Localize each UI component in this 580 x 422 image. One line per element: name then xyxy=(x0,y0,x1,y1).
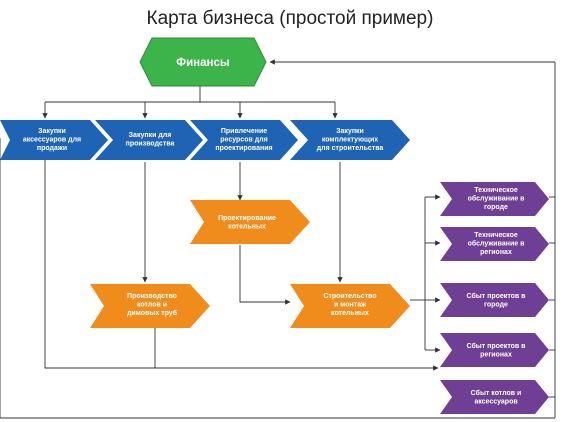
construction-label-line: Строительство xyxy=(323,293,376,300)
design-resources-label-line: ресурсов для xyxy=(220,137,267,144)
purchase-production-node: Закупки для производства xyxy=(95,120,203,160)
sales-regions-label-line: регионах xyxy=(480,352,512,359)
construction-label-line: и монтаж xyxy=(334,302,367,309)
boiler-design-label-line: котельных xyxy=(228,224,266,231)
connector-lines xyxy=(0,59,556,419)
sales-boilers-label: Сбыт котлов и аксессуаров xyxy=(471,389,522,406)
service-regions-label-line: регионах xyxy=(480,249,512,256)
sales-city-node: Сбыт проектов в городе xyxy=(440,283,549,317)
sales-city-label-line: городе xyxy=(484,302,508,309)
purchase-components-label-line: для строительства xyxy=(317,145,384,152)
sales-city-label: Сбыт проектов в городе xyxy=(467,292,527,309)
boiler-design-label-line: Проектирование xyxy=(218,215,276,222)
design-resources-label-line: проектирования xyxy=(215,145,272,152)
sales-boilers-node: Сбыт котлов и аксессуаров xyxy=(440,380,549,414)
sales-boilers-label-line: аксессуаров xyxy=(474,399,518,406)
construction-label-line: котельных xyxy=(331,310,369,317)
purchase-production-label-line: производства xyxy=(126,141,175,148)
service-regions-label-line: Техническое xyxy=(474,232,518,239)
sales-city-label-line: Сбыт проектов в xyxy=(467,292,527,300)
design-resources-label-line: Привлечение xyxy=(221,128,267,135)
purchase-production-label-line: Закупки для xyxy=(129,132,172,139)
finance-label: Финансы xyxy=(176,57,230,69)
service-city-label-line: Техническое xyxy=(474,187,518,194)
production-boilers-label-line: димовых труб xyxy=(127,309,178,317)
purchase-accessories-label-line: Закупки xyxy=(38,128,66,135)
boiler-design-label: Проектирование котельных xyxy=(218,215,276,231)
purchase-components-label-line: Закупки xyxy=(336,128,364,135)
service-regions-label-line: обслуживание в xyxy=(468,240,525,248)
purchase-components-label-line: комплектующих xyxy=(322,137,378,144)
production-boilers-label-line: Производство xyxy=(127,293,177,300)
sales-regions-label: Сбыт проектов в регионах xyxy=(467,342,527,359)
purchase-production-label: Закупки для производства xyxy=(126,132,175,148)
service-city-label-line: обслуживание в xyxy=(468,195,525,203)
finance-label-line: Финансы xyxy=(176,57,230,69)
boiler-design-node: Проектирование котельных xyxy=(190,200,310,244)
sales-regions-label-line: Сбыт проектов в xyxy=(467,342,527,350)
production-boilers-label-line: котлов и xyxy=(137,302,167,309)
sales-boilers-label-line: Сбыт котлов и xyxy=(471,389,522,397)
finance-node: Финансы xyxy=(139,37,267,87)
purchase-accessories-label-line: аксессуаров для xyxy=(23,137,81,144)
diagram-title: Карта бизнеса (простой пример) xyxy=(147,8,434,29)
service-city-label-line: городе xyxy=(484,204,508,211)
sales-regions-node: Сбыт проектов в регионах xyxy=(440,333,549,367)
purchase-accessories-label-line: продажи xyxy=(37,145,67,152)
